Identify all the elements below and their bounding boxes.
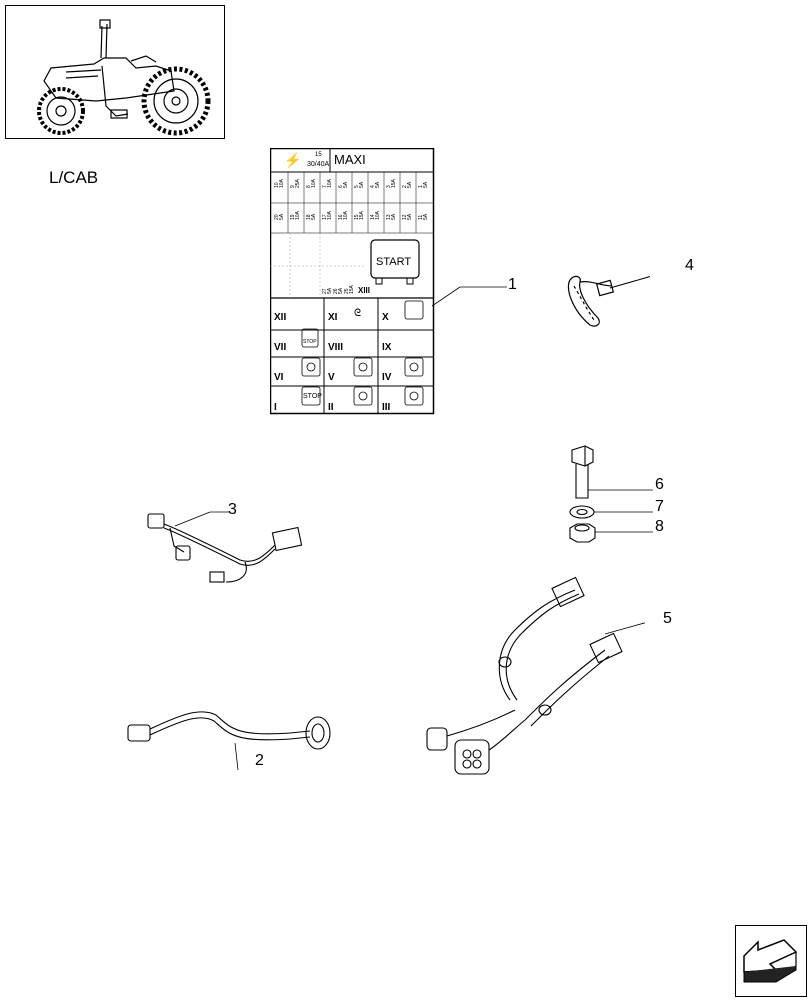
fuse-rating: 10A bbox=[327, 178, 333, 188]
fuse-rating: 15A bbox=[391, 178, 397, 188]
roman-xiii: XIII bbox=[358, 286, 370, 295]
part-5-harness bbox=[426, 576, 645, 775]
nav-arrow-button[interactable] bbox=[735, 925, 807, 997]
fuse-number: 12 bbox=[402, 214, 408, 220]
fuse-rating: 25A bbox=[295, 178, 301, 188]
part-4-clip bbox=[567, 275, 650, 327]
relay-roman-label: VI bbox=[274, 372, 284, 383]
top-rating-sub: 30/40A bbox=[307, 161, 330, 168]
relay-roman-label: I bbox=[274, 402, 277, 413]
fuse-rating: 10A bbox=[311, 178, 317, 188]
leader-1 bbox=[432, 286, 507, 307]
fuse-number: 14 bbox=[370, 214, 376, 220]
relay-roman-label: II bbox=[328, 402, 334, 413]
fuse-rating: 5A bbox=[343, 181, 349, 188]
maxi-label: MAXI bbox=[334, 152, 366, 167]
fuse-rating: 5A bbox=[327, 287, 333, 294]
horn-icon: ᘓ bbox=[354, 308, 361, 319]
fuse-rating: 5A bbox=[423, 181, 429, 188]
fuse-rating: 5A bbox=[311, 213, 317, 220]
callout-2: 2 bbox=[255, 752, 264, 769]
fuse-number: 20 bbox=[274, 214, 280, 220]
fuse-rating: 10A bbox=[279, 178, 285, 188]
fuse-number: 15 bbox=[354, 214, 360, 220]
fuse-rating: 5A bbox=[375, 181, 381, 188]
part-6-8-fasteners bbox=[569, 445, 653, 543]
fuse-number: 19 bbox=[290, 214, 296, 220]
top-rating: 15 bbox=[315, 152, 322, 158]
relay-roman-label: XI bbox=[328, 312, 338, 323]
fuse-number: 13 bbox=[386, 214, 392, 220]
fuse-number: 10 bbox=[274, 182, 280, 188]
fuse-number: 7 bbox=[322, 185, 328, 188]
fuse-number: 18 bbox=[306, 214, 312, 220]
stop-label-small: STOP bbox=[303, 339, 317, 345]
relay-roman-label: X bbox=[382, 312, 389, 323]
callout-7: 7 bbox=[655, 498, 664, 515]
fuse-rating: 10A bbox=[327, 210, 333, 220]
relay-roman-label: XII bbox=[274, 312, 286, 323]
fuse-rating: 5A bbox=[423, 213, 429, 220]
relay-roman-label: IX bbox=[382, 342, 392, 353]
fuse-number: 4 bbox=[370, 185, 376, 188]
callout-1: 1 bbox=[508, 276, 517, 293]
fuse-rating: 15A bbox=[349, 284, 355, 294]
relay-roman-label: V bbox=[328, 372, 335, 383]
tractor-thumbnail bbox=[5, 5, 225, 139]
part-3-harness bbox=[147, 511, 303, 583]
callout-6: 6 bbox=[655, 476, 664, 493]
fuse-number: 9 bbox=[290, 185, 296, 188]
relay-roman-label: VIII bbox=[328, 342, 343, 353]
fuse-number: 5 bbox=[354, 185, 360, 188]
start-label: START bbox=[376, 256, 411, 268]
lightning-icon: ⚡ bbox=[284, 152, 301, 169]
relay-roman-label: III bbox=[382, 402, 391, 413]
fuse-number: 3 bbox=[386, 185, 392, 188]
fuse-number: 17 bbox=[322, 214, 328, 220]
fuse-rating: 15A bbox=[359, 210, 365, 220]
fuse-rating: 10A bbox=[295, 210, 301, 220]
callout-3: 3 bbox=[228, 501, 237, 518]
fuse-rating: 5A bbox=[338, 287, 344, 294]
tractor-icon bbox=[37, 19, 211, 136]
fuse-rating: 10A bbox=[343, 210, 349, 220]
callout-5: 5 bbox=[663, 610, 672, 627]
callout-8: 8 bbox=[655, 518, 664, 535]
fuse-number: 11 bbox=[418, 215, 424, 220]
fuse-rating: 10A bbox=[375, 210, 381, 220]
stop-label-large: STOP bbox=[303, 393, 322, 400]
fuse-number: 27 bbox=[322, 288, 328, 294]
fuse-number: 26 bbox=[333, 288, 339, 294]
fuse-rating: 5A bbox=[391, 213, 397, 220]
relay-roman-label: VII bbox=[274, 342, 286, 353]
variant-label: L/CAB bbox=[49, 168, 99, 187]
callout-4: 4 bbox=[685, 257, 694, 274]
fuse-number: 6 bbox=[338, 185, 344, 188]
relay-roman-label: IV bbox=[382, 372, 392, 383]
fuse-rating: 5A bbox=[359, 181, 365, 188]
fuse-number: 2 bbox=[402, 185, 408, 188]
fuse-rating: 5A bbox=[407, 181, 413, 188]
fuse-number: 25 bbox=[344, 288, 350, 294]
fuse-number: 1 bbox=[418, 185, 424, 188]
fuse-number: 8 bbox=[306, 185, 312, 188]
part-2-harness bbox=[127, 711, 331, 771]
fuse-rating: 5A bbox=[407, 213, 413, 220]
fuse-rating: 5A bbox=[279, 213, 285, 220]
fuse-number: 16 bbox=[338, 214, 344, 220]
nav-arrow-icon bbox=[743, 939, 798, 983]
